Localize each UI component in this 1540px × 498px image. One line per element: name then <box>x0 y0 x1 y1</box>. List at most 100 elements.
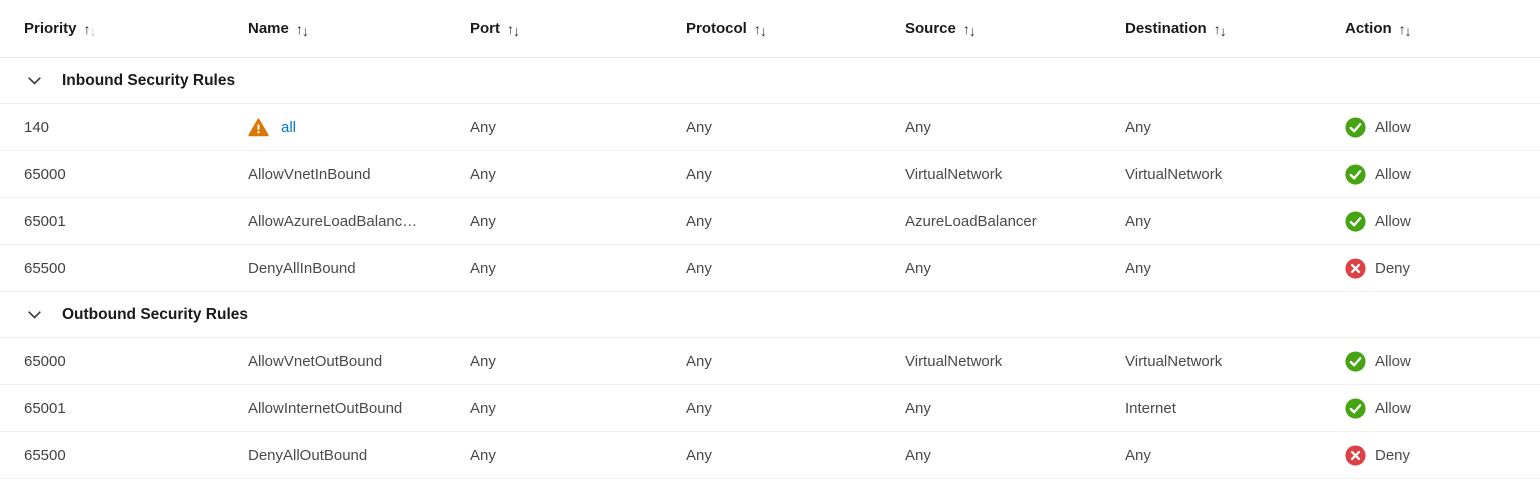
column-header-protocol[interactable]: Protocol ↑↓ <box>686 20 905 39</box>
destination-cell: Internet <box>1125 399 1176 417</box>
section-header-outbound[interactable]: Outbound Security Rules <box>0 292 1540 338</box>
name-cell: AllowVnetOutBound <box>248 353 470 370</box>
action-label: Deny <box>1375 259 1411 277</box>
rule-name: DenyAllOutBound <box>248 446 368 464</box>
rule-name: AllowAzureLoadBalanc… <box>248 212 418 230</box>
priority-cell: 65001 <box>24 212 66 230</box>
sort-icon: ↑↓ <box>295 20 309 39</box>
rule-name-link[interactable]: all <box>281 118 297 136</box>
rule-name: AllowVnetOutBound <box>248 352 383 370</box>
port-cell: Any <box>470 446 496 464</box>
port-cell: Any <box>470 118 496 136</box>
source-cell: Any <box>905 399 931 417</box>
sort-icon: ↑↓ <box>753 20 767 39</box>
sort-icon: ↑↓ <box>83 20 97 39</box>
section-title: Inbound Security Rules <box>62 71 236 89</box>
protocol-cell: Any <box>686 118 712 136</box>
protocol-cell: Any <box>686 352 712 370</box>
column-label: Name <box>248 20 289 37</box>
port-cell: Any <box>470 165 496 183</box>
column-label: Source <box>905 20 956 37</box>
allow-check-icon <box>1345 350 1366 372</box>
source-cell: Any <box>905 259 931 277</box>
source-cell: AzureLoadBalancer <box>905 212 1037 230</box>
column-label: Destination <box>1125 20 1207 37</box>
name-cell: AllowAzureLoadBalanc… <box>248 213 470 230</box>
table-header-row: Priority ↑↓ Name ↑↓ Port ↑↓ Protocol ↑↓ … <box>0 0 1540 58</box>
table-row[interactable]: 65001 AllowAzureLoadBalanc… Any Any Azur… <box>0 198 1540 245</box>
port-cell: Any <box>470 399 496 417</box>
source-cell: VirtualNetwork <box>905 165 1003 183</box>
sort-icon: ↑↓ <box>962 20 976 39</box>
priority-cell: 65000 <box>24 352 66 370</box>
column-label: Port <box>470 20 500 37</box>
deny-x-icon <box>1345 257 1366 279</box>
action-cell: Deny <box>1345 257 1540 279</box>
table-row[interactable]: 65500 DenyAllInBound Any Any Any Any Den… <box>0 245 1540 292</box>
name-cell: all <box>248 117 470 138</box>
column-header-action[interactable]: Action ↑↓ <box>1345 20 1540 39</box>
destination-cell: Any <box>1125 259 1151 277</box>
section-title: Outbound Security Rules <box>62 305 249 323</box>
port-cell: Any <box>470 212 496 230</box>
column-header-name[interactable]: Name ↑↓ <box>248 20 470 39</box>
name-cell: DenyAllInBound <box>248 260 470 277</box>
priority-cell: 65500 <box>24 446 66 464</box>
chevron-down-icon <box>26 306 43 323</box>
source-cell: VirtualNetwork <box>905 352 1003 370</box>
table-row[interactable]: 65500 DenyAllOutBound Any Any Any Any De… <box>0 432 1540 479</box>
protocol-cell: Any <box>686 446 712 464</box>
action-cell: Allow <box>1345 397 1540 419</box>
chevron-down-icon <box>26 72 43 89</box>
rule-name: AllowInternetOutBound <box>248 399 403 417</box>
action-cell: Deny <box>1345 444 1540 466</box>
action-label: Allow <box>1375 118 1411 136</box>
column-label: Protocol <box>686 20 747 37</box>
name-cell: AllowInternetOutBound <box>248 400 470 417</box>
protocol-cell: Any <box>686 165 712 183</box>
priority-cell: 65500 <box>24 259 66 277</box>
destination-cell: Any <box>1125 118 1151 136</box>
destination-cell: VirtualNetwork <box>1125 165 1223 183</box>
port-cell: Any <box>470 259 496 277</box>
security-rules-table: Priority ↑↓ Name ↑↓ Port ↑↓ Protocol ↑↓ … <box>0 0 1540 479</box>
action-cell: Allow <box>1345 163 1540 185</box>
sort-icon: ↑↓ <box>507 20 520 39</box>
destination-cell: VirtualNetwork <box>1125 352 1223 370</box>
allow-check-icon <box>1345 210 1366 232</box>
table-row[interactable]: 140 all Any Any Any Any Allow <box>0 104 1540 151</box>
allow-check-icon <box>1345 116 1366 138</box>
priority-cell: 65001 <box>24 399 66 417</box>
allow-check-icon <box>1345 397 1366 419</box>
action-label: Allow <box>1375 399 1411 417</box>
table-row[interactable]: 65000 AllowVnetOutBound Any Any VirtualN… <box>0 338 1540 385</box>
warning-icon <box>248 117 269 138</box>
source-cell: Any <box>905 446 931 464</box>
action-label: Allow <box>1375 352 1411 370</box>
destination-cell: Any <box>1125 446 1151 464</box>
priority-cell: 65000 <box>24 165 66 183</box>
protocol-cell: Any <box>686 212 712 230</box>
section-header-inbound[interactable]: Inbound Security Rules <box>0 58 1540 104</box>
allow-check-icon <box>1345 163 1366 185</box>
rule-name: DenyAllInBound <box>248 259 356 277</box>
column-label: Action <box>1345 20 1392 37</box>
sort-icon: ↑↓ <box>1213 20 1227 39</box>
protocol-cell: Any <box>686 399 712 417</box>
destination-cell: Any <box>1125 212 1151 230</box>
column-header-priority[interactable]: Priority ↑↓ <box>0 20 248 39</box>
port-cell: Any <box>470 352 496 370</box>
column-header-port[interactable]: Port ↑↓ <box>470 20 686 39</box>
action-label: Deny <box>1375 446 1411 464</box>
action-cell: Allow <box>1345 350 1540 372</box>
name-cell: DenyAllOutBound <box>248 447 470 464</box>
table-row[interactable]: 65000 AllowVnetInBound Any Any VirtualNe… <box>0 151 1540 198</box>
column-header-destination[interactable]: Destination ↑↓ <box>1125 20 1345 39</box>
action-label: Allow <box>1375 212 1411 230</box>
deny-x-icon <box>1345 444 1366 466</box>
table-row[interactable]: 65001 AllowInternetOutBound Any Any Any … <box>0 385 1540 432</box>
rule-name: AllowVnetInBound <box>248 165 371 183</box>
priority-cell: 140 <box>24 118 50 136</box>
action-label: Allow <box>1375 165 1411 183</box>
column-header-source[interactable]: Source ↑↓ <box>905 20 1125 39</box>
